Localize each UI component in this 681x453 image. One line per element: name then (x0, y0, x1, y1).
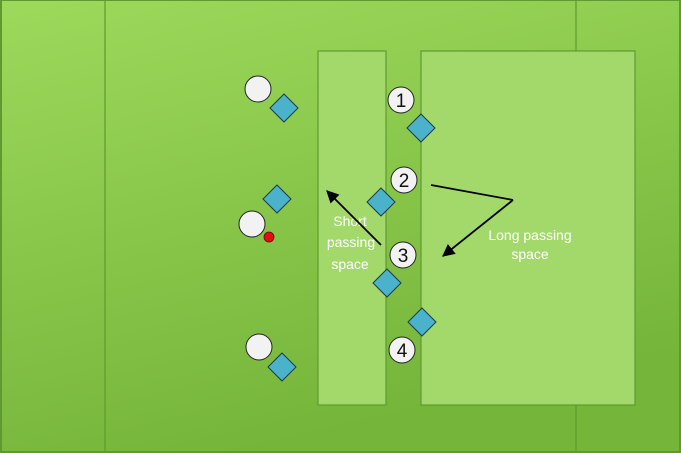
attacker-circle-middle (238, 210, 266, 238)
short-label-line3: space (331, 256, 369, 272)
long-pass-line (430, 184, 514, 201)
diamond-1 (406, 113, 436, 143)
long-label-line2: space (511, 246, 549, 262)
attacker-circle-top (244, 75, 272, 103)
short-pass-arrow (326, 190, 382, 246)
diamond-left-top (269, 93, 299, 123)
diamond-3 (372, 268, 402, 298)
defender-diamonds (262, 93, 437, 382)
numbered-player-4: 4 (388, 336, 416, 364)
ball (263, 231, 275, 243)
diamond-left-bottom (267, 352, 297, 382)
attacker-circle-bottom (245, 333, 273, 361)
short-label-line1: Short (333, 213, 367, 229)
short-passing-zone (317, 50, 387, 406)
player-number-3: 3 (398, 246, 409, 267)
numbered-player-1: 1 (387, 86, 415, 114)
diamond-left-middle (262, 184, 292, 214)
diamond-2 (366, 187, 396, 217)
player-number-2: 2 (399, 171, 410, 192)
short-label-line2: passing (327, 234, 375, 250)
long-passing-zone (420, 50, 636, 406)
diamond-4 (407, 307, 437, 337)
long-label-line1: Long passing (488, 227, 571, 243)
numbered-player-2: 2 (390, 166, 418, 194)
long-pass-arrow (442, 199, 514, 257)
numbered-player-3: 3 (389, 241, 417, 269)
player-number-4: 4 (397, 341, 408, 362)
player-number-1: 1 (396, 91, 407, 112)
